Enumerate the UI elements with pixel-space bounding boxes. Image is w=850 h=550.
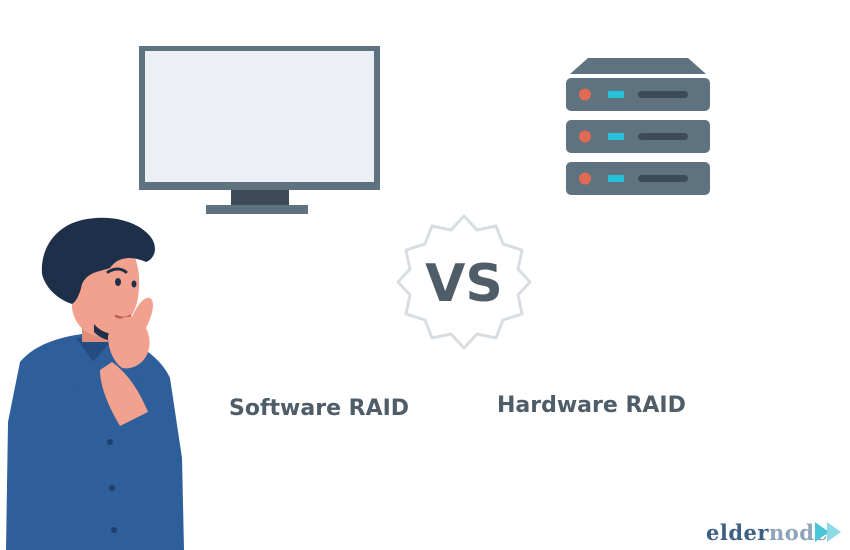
server-unit-2 (566, 120, 710, 153)
vs-badge-icon: VS (396, 214, 532, 350)
person-hair (41, 217, 155, 304)
shirt-button (109, 485, 115, 491)
software-raid-label: Software RAID (229, 396, 410, 421)
hardware-raid-label: Hardware RAID (497, 393, 686, 418)
monitor-screen (145, 51, 374, 182)
server-unit-1 (566, 78, 710, 111)
monitor-neck (231, 190, 289, 206)
brand-logo: eldernode (706, 520, 828, 546)
person-eyebrow (106, 267, 128, 274)
vs-badge-outline (396, 214, 532, 350)
shirt-button (111, 527, 117, 533)
person-eye (115, 278, 121, 286)
person-eye (131, 280, 137, 288)
person-hand (108, 316, 150, 369)
monitor-base (206, 205, 308, 214)
server-rack-icon (566, 58, 710, 195)
thinking-person-illustration (6, 217, 184, 550)
person-collar (76, 338, 112, 364)
vs-text: VS (425, 254, 503, 314)
monitor-icon (139, 46, 380, 214)
person-forearm (100, 362, 148, 426)
play-arrows-icon (815, 522, 841, 542)
person-finger (130, 297, 153, 328)
server-top (570, 58, 706, 74)
shirt-button (107, 439, 113, 445)
brand-text-part-a: elder (706, 520, 769, 545)
server-unit-3 (566, 162, 710, 195)
